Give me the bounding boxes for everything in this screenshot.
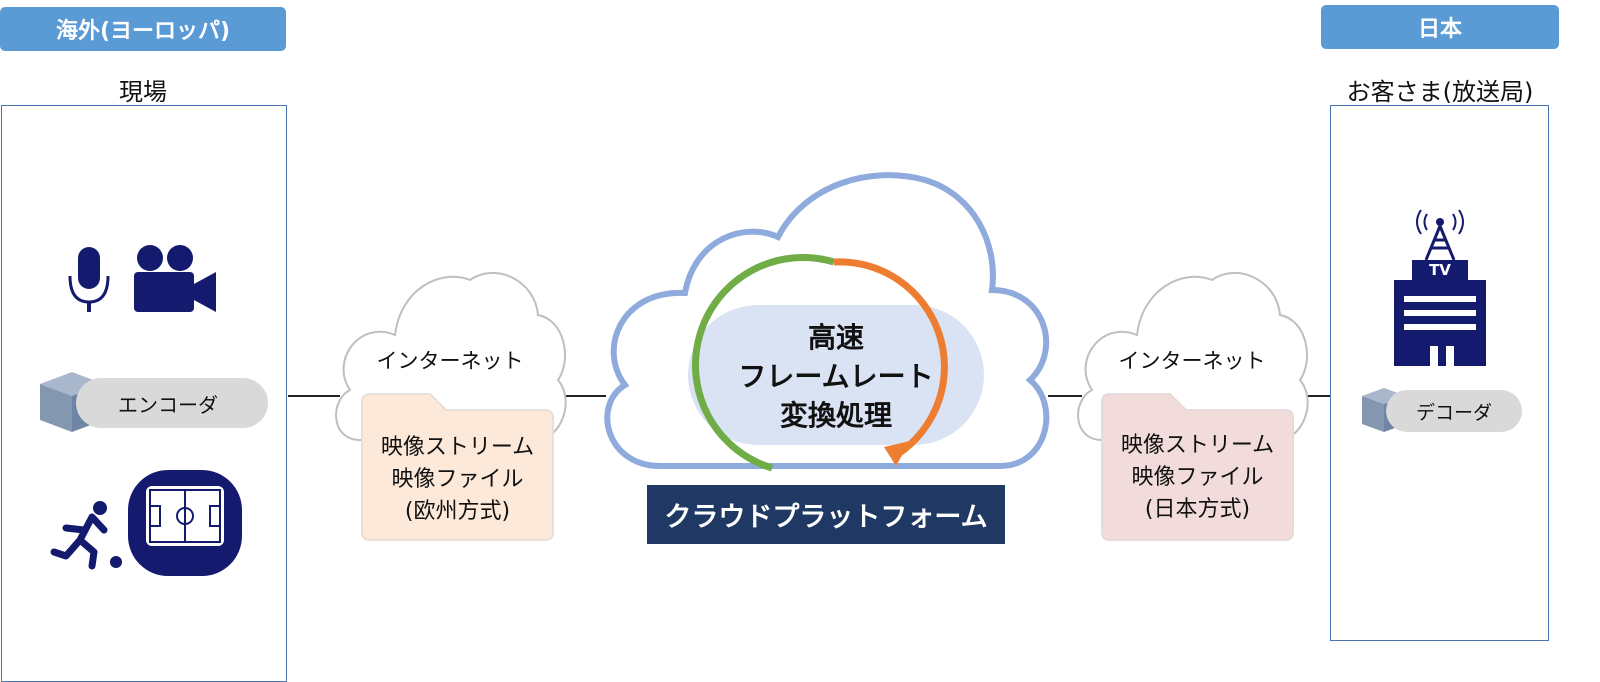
process-line: 変換処理 [779, 399, 892, 432]
folder-line: 映像ストリーム [1120, 433, 1275, 458]
folder-line: (日本方式) [1144, 497, 1251, 522]
decoder-label: デコーダ [1416, 401, 1493, 424]
site-title-customer: お客さま(放送局) [1346, 78, 1534, 106]
encoder-label: エンコーダ [118, 392, 218, 417]
cloud-platform-label: クラウドプラットフォーム [647, 485, 1005, 544]
microphone-icon [68, 247, 110, 312]
folder-text-eu: 映像ストリーム 映像ファイル (欧州方式) [362, 432, 553, 528]
site-title-field: 現場 [119, 78, 167, 106]
process-line: フレームレート [738, 360, 934, 393]
process-line: 高速 [807, 321, 864, 354]
folder-text-jp: 映像ストリーム 映像ファイル (日本方式) [1102, 430, 1293, 526]
customer-panel [1330, 105, 1549, 641]
folder-line: (欧州方式) [404, 499, 511, 524]
arc-orange [833, 258, 948, 457]
folder-line: 映像ストリーム [380, 435, 535, 460]
arc-green [691, 253, 836, 472]
region-tag-japan: 日本 [1321, 5, 1559, 49]
folder-eu-icon [361, 393, 554, 541]
internet-label-right: インターネット [1118, 349, 1266, 373]
video-camera-icon [134, 245, 216, 312]
tv-station-icon [1394, 209, 1486, 366]
region-tag-overseas: 海外(ヨーロッパ) [0, 7, 286, 51]
folder-line: 映像ファイル [1131, 465, 1264, 490]
stadium-icon [128, 470, 242, 576]
process-text: 高速 フレームレート 変換処理 [688, 318, 984, 435]
internet-label-left: インターネット [376, 349, 524, 373]
soccer-player-icon [50, 501, 122, 570]
process-capsule [688, 305, 984, 445]
decoder-pill: デコーダ [1386, 390, 1522, 432]
tv-label: TV [1429, 261, 1451, 279]
encoder-pill: エンコーダ [76, 378, 268, 428]
folder-line: 映像ファイル [391, 467, 524, 492]
arrowhead-icon [884, 441, 910, 466]
folder-jp-icon [1101, 393, 1294, 541]
